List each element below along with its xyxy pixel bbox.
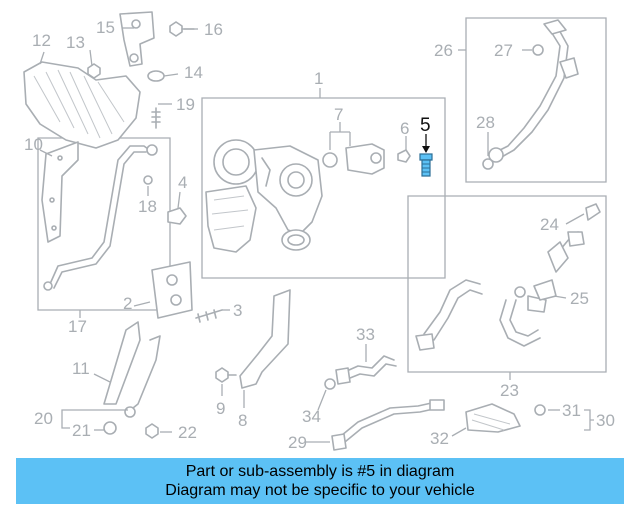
callout-17: 17 [68, 317, 87, 336]
coolant-pipe-box-26 [465, 17, 607, 183]
callout-3: 3 [233, 301, 242, 320]
banner-line-2: Diagram may not be specific to your vehi… [165, 482, 475, 499]
callout-21: 21 [72, 421, 91, 440]
washer-28 [482, 158, 494, 170]
stud-3 [195, 309, 223, 323]
leader-25 [553, 295, 567, 299]
washer-18 [143, 175, 153, 185]
callout-29: 29 [288, 433, 307, 452]
callout-10: 10 [24, 135, 43, 154]
callout-28: 28 [476, 113, 495, 132]
leader-32 [451, 427, 467, 437]
callout-13: 13 [66, 33, 85, 52]
leader-30 [584, 409, 594, 431]
side-shield-10 [41, 141, 79, 243]
washer-31 [534, 404, 546, 416]
heat-shield-12 [23, 61, 141, 149]
callout-6: 6 [400, 119, 409, 138]
washer-27 [532, 44, 544, 56]
hose-group-box-23 [407, 195, 607, 373]
oil-return-11 [103, 321, 161, 418]
leader-4 [177, 191, 181, 209]
callout-33: 33 [356, 325, 375, 344]
callout-26: 26 [434, 41, 453, 60]
leader-20 [61, 409, 128, 429]
hose-assembly-23 [415, 203, 601, 351]
plug-4 [167, 207, 187, 225]
pipe-33 [335, 355, 397, 385]
leader-13 [89, 49, 93, 67]
callout-15: 15 [96, 18, 115, 37]
callout-24: 24 [540, 215, 559, 234]
leader-2 [133, 301, 151, 307]
leader-34 [317, 389, 327, 411]
callout-16: 16 [204, 20, 223, 39]
leader-14 [163, 73, 179, 77]
info-banner: Part or sub-assembly is #5 in diagram Di… [16, 458, 624, 504]
bolt-9 [215, 367, 237, 383]
leader-7 [329, 122, 351, 150]
callout-22: 22 [178, 423, 197, 442]
gasket-21 [103, 421, 117, 435]
leader-24 [565, 213, 585, 225]
callout-7: 7 [334, 105, 343, 124]
leader-11 [93, 373, 111, 383]
gasket-2 [151, 261, 193, 319]
pipe-29 [331, 399, 445, 451]
gasket-14 [147, 70, 165, 82]
callout-34: 34 [302, 407, 321, 426]
callout-9: 9 [216, 399, 225, 418]
callout-20: 20 [34, 409, 53, 428]
bolt-6 [397, 149, 411, 163]
banner-line-1: Part or sub-assembly is #5 in diagram [185, 463, 455, 480]
turbocharger-1 [205, 139, 323, 253]
callout-27: 27 [494, 41, 513, 60]
callout-31: 31 [562, 401, 581, 420]
callout-4: 4 [178, 173, 187, 192]
leader-5-arrow [422, 146, 430, 153]
washer-34 [324, 378, 336, 390]
pipe-32 [465, 403, 521, 433]
leader-12 [39, 51, 45, 65]
bracket-8 [239, 289, 291, 389]
callout-23: 23 [500, 381, 519, 400]
callout-8: 8 [238, 411, 247, 430]
callout-30: 30 [596, 411, 615, 430]
callout-19: 19 [176, 95, 195, 114]
callout-11: 11 [72, 359, 90, 378]
callout-5: 5 [420, 115, 431, 136]
stud-13 [87, 63, 101, 79]
callout-2: 2 [123, 294, 132, 313]
callout-18: 18 [138, 197, 157, 216]
banjo-bolt-5 [419, 153, 433, 177]
coolant-pipe-26 [488, 19, 579, 163]
callout-14: 14 [184, 63, 203, 82]
callout-25: 25 [570, 289, 589, 308]
bolt-22 [145, 423, 159, 439]
callout-32: 32 [430, 429, 449, 448]
stud-19 [151, 107, 161, 129]
leader-10 [39, 149, 53, 157]
bracket-15 [119, 11, 155, 67]
oil-feed-line-17 [43, 144, 158, 291]
callout-12: 12 [32, 31, 51, 50]
callout-1: 1 [314, 69, 323, 88]
actuator-7 [322, 143, 385, 175]
turbo-group-box [201, 97, 446, 279]
